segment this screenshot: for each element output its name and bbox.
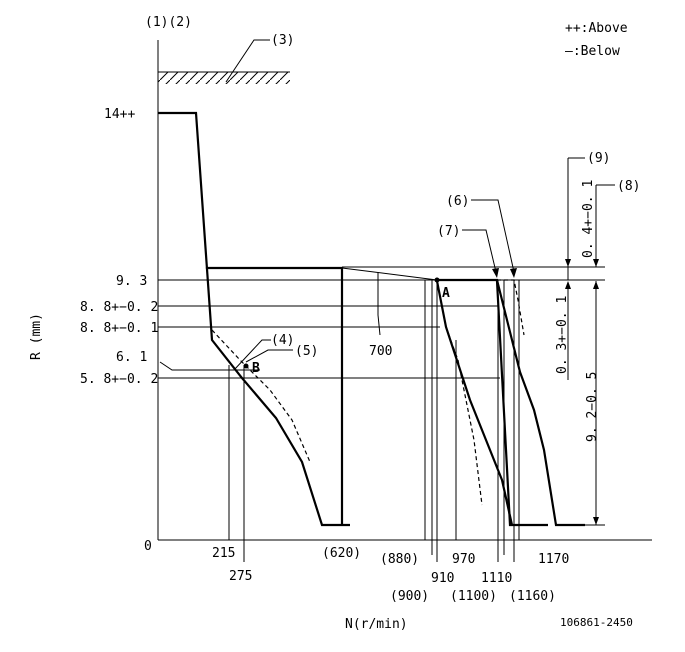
callout-7-arrow bbox=[492, 268, 499, 278]
tolerance-0-4: 0. 4+−0. 1 bbox=[581, 180, 596, 258]
x-tick-215: 215 bbox=[212, 546, 235, 561]
x-tick-620: (620) bbox=[322, 546, 361, 561]
callout-6-arrow bbox=[510, 268, 517, 278]
x-tick-275: 275 bbox=[229, 569, 252, 584]
dashed-curve-left bbox=[211, 329, 311, 463]
dim-8-arrow-bottom bbox=[593, 259, 599, 267]
y-tick-6-1: 6. 1 bbox=[116, 350, 147, 365]
x-tick-880: (880) bbox=[380, 552, 419, 567]
point-a-label: A bbox=[442, 286, 450, 301]
x-axis-label: N(r/min) bbox=[345, 617, 408, 632]
governor-curve-b bbox=[435, 280, 514, 526]
rated-curve bbox=[205, 266, 344, 525]
ref-line-6-1 bbox=[159, 361, 260, 371]
dashed-curve-mid bbox=[445, 326, 483, 506]
x-tick-900: (900) bbox=[390, 589, 429, 604]
callout-6: (6) bbox=[446, 194, 469, 209]
callout-5: (5) bbox=[295, 344, 318, 359]
drawing-number: 106861-2450 bbox=[560, 616, 633, 629]
callout-7: (7) bbox=[437, 224, 460, 239]
callout-4: (4) bbox=[271, 333, 294, 348]
callout-3-leader bbox=[225, 39, 270, 83]
x-tick-700: 700 bbox=[369, 344, 392, 359]
legend-above: ++:Above bbox=[565, 21, 628, 36]
origin-label: 0 bbox=[144, 539, 152, 554]
y-tick-8-8-b: 8. 8+−0. 1 bbox=[80, 321, 158, 336]
dim-92-arrow-top bbox=[593, 281, 599, 289]
callout-3: (3) bbox=[271, 33, 294, 48]
y-axis-label: R (mm) bbox=[29, 313, 44, 360]
callout-6-leader bbox=[471, 199, 515, 273]
callout-8: (8) bbox=[617, 179, 640, 194]
dim-92-arrow-bottom bbox=[593, 517, 599, 525]
callout-7-leader bbox=[462, 229, 497, 273]
droop-line bbox=[341, 267, 438, 281]
leader-700 bbox=[377, 272, 381, 336]
legend-below: —:Below bbox=[565, 44, 620, 59]
y-axis-top-label: (1)(2) bbox=[145, 15, 192, 30]
tolerance-9-2: 9. 2−0. 5 bbox=[585, 372, 600, 442]
dashed-curve-right bbox=[497, 279, 525, 336]
y-tick-5-8: 5. 8+−0. 2 bbox=[80, 372, 158, 387]
x-tick-1170: 1170 bbox=[538, 552, 569, 567]
x-tick-910: 910 bbox=[431, 571, 454, 586]
y-tick-9-3: 9. 3 bbox=[116, 274, 147, 289]
dim-9-arrow bbox=[565, 259, 571, 267]
stopper-hatch bbox=[158, 72, 290, 84]
tolerance-0-3: 0. 3+−0. 1 bbox=[555, 296, 570, 374]
x-tick-1100: (1100) bbox=[450, 589, 497, 604]
point-b-label: B bbox=[252, 361, 260, 376]
y-tick-8-8-a: 8. 8+−0. 2 bbox=[80, 300, 158, 315]
governor-curve-c bbox=[495, 279, 585, 527]
point-b-marker bbox=[243, 363, 249, 369]
callout-4-leader bbox=[233, 339, 271, 371]
full-load-curve bbox=[158, 111, 350, 527]
x-tick-1110: 1110 bbox=[481, 571, 512, 586]
x-tick-1160: (1160) bbox=[509, 589, 556, 604]
y-tick-14: 14++ bbox=[104, 107, 135, 122]
x-tick-970: 970 bbox=[452, 552, 475, 567]
dim-03-arrow bbox=[565, 281, 571, 289]
callout-5-leader bbox=[245, 349, 293, 363]
point-a-marker bbox=[434, 277, 440, 283]
callout-9: (9) bbox=[587, 151, 610, 166]
